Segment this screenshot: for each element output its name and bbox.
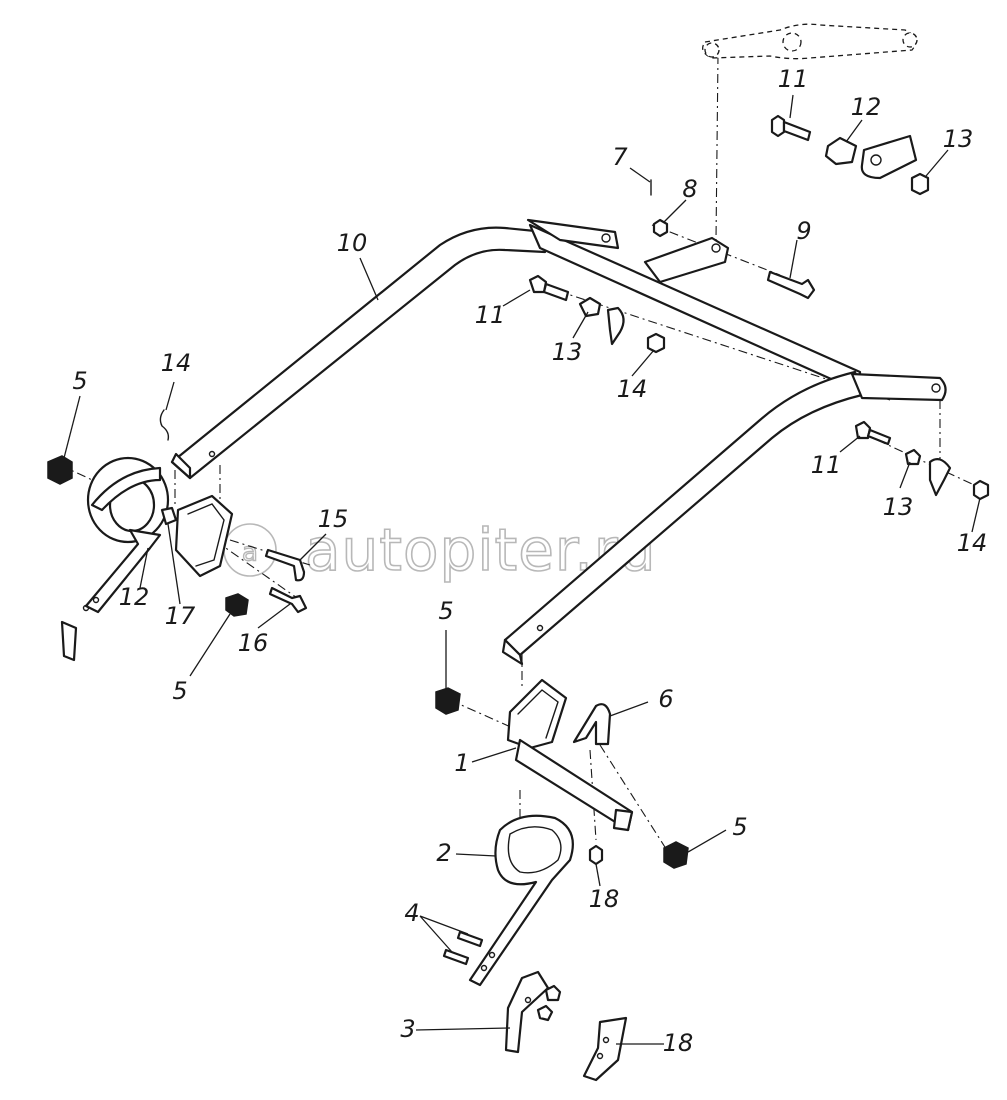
callout-9: 9 [796,217,811,245]
callout-8: 8 [682,175,697,203]
callout-14: 14 [617,375,648,403]
callout-1: 1 [454,749,469,777]
callout-5: 5 [732,813,747,841]
callout-15: 14 [161,349,192,377]
phantom-hole-icon [902,32,918,48]
right-fastener-set [854,420,990,501]
callout-4: 4 [404,899,419,927]
lower-assembly [435,678,689,1082]
bolt-9 [766,270,816,300]
phantom-hole-icon [782,32,802,52]
callout-5: 5 [172,677,187,705]
callout-2: 2 [436,839,451,867]
callout-5: 5 [72,367,87,395]
callout-14: 14 [957,529,988,557]
callout-18: 17 [165,602,196,630]
callout-5: 5 [438,597,453,625]
callout-leaders [63,94,981,1045]
callout-13: 12 [851,93,882,121]
callout-13: 13 [883,493,914,521]
main-frame [170,218,947,666]
callout-16: 15 [318,505,349,533]
watermark-text: autopiter.ru [305,516,656,584]
callout-10: 10 [337,229,368,257]
callout-3: 3 [400,1015,415,1043]
callout-17: 16 [238,629,269,657]
left-assembly [47,409,308,662]
middle-fastener-set [528,274,666,354]
callout-14: 13 [943,125,974,153]
callout-11: 11 [475,301,506,329]
callout-19: 18 [663,1029,694,1057]
svg-text:a: a [242,538,258,568]
callout-11: 11 [811,451,842,479]
callout-12: 12 [119,583,150,611]
watermark-logo: a [223,523,277,577]
callout-7: 7 [612,143,628,171]
callout-11: 11 [778,65,809,93]
top-right-fastener-set [770,114,930,196]
pin-and-nut-top [650,179,669,238]
phantom-hole-icon [704,42,720,58]
callout-18: 18 [589,885,620,913]
callout-6: 6 [658,685,673,713]
callout-13: 13 [552,338,583,366]
callout-labels: 11 12 13 7 8 9 10 11 13 14 11 13 14 5 14… [72,65,987,1057]
phantom-linkage [702,23,917,60]
